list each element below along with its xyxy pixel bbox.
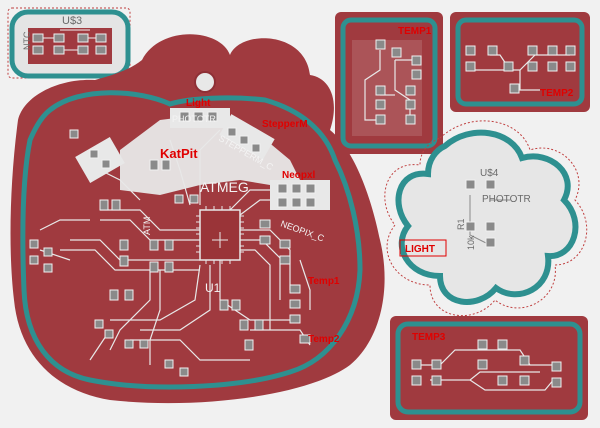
label-phototr: PHOTOTR — [172, 114, 216, 124]
label-temp2: Temp2 — [308, 334, 340, 345]
light-board-cutline — [384, 120, 588, 316]
temp3-pads — [411, 339, 562, 388]
temp3-title: TEMP3 — [412, 332, 446, 343]
temp3-board-ring — [395, 321, 583, 415]
light-pads — [465, 179, 496, 248]
temp1-title: TEMP1 — [398, 26, 432, 37]
light-name-label: U$4 — [480, 168, 499, 179]
main-board[interactable]: Light StepperM KatPit Neopxl Temp1 Temp2… — [10, 34, 385, 404]
temp2-pads — [465, 45, 576, 94]
light-board[interactable]: U$4 PHOTOTR R1 10k LIGHT — [384, 120, 588, 316]
temp2-title: TEMP2 — [540, 88, 574, 99]
light-r2-label: 10k — [466, 235, 476, 250]
mcu-pins — [196, 206, 244, 264]
label-u1: U1 — [205, 281, 221, 295]
light-title-box — [399, 239, 447, 257]
temp2-board[interactable]: TEMP2 — [450, 12, 590, 112]
silk-left-header — [75, 137, 125, 183]
ntc-name-label: U$3 — [62, 15, 82, 27]
temp1-pads — [375, 39, 422, 125]
ntc-traces — [43, 29, 96, 51]
main-pads — [29, 111, 316, 377]
mount-hole — [194, 71, 216, 93]
label-neopxl: Neopxl — [282, 170, 316, 181]
temp2-board-ring — [455, 17, 585, 107]
ntc-board[interactable]: U$3 NTC — [7, 7, 131, 79]
label-atm-ref: ATM — [142, 217, 152, 235]
temp2-board-fill — [450, 12, 590, 112]
main-board-ring — [20, 90, 363, 390]
label-light: Light — [186, 98, 211, 109]
light-board-ring — [395, 129, 579, 305]
light-title: LIGHT — [405, 244, 435, 255]
light-part-label: PHOTOTR — [482, 194, 531, 205]
label-temp1: Temp1 — [308, 276, 340, 287]
light-r1-label: R1 — [456, 218, 466, 230]
main-board-outer — [10, 34, 385, 404]
light-traces — [469, 195, 510, 246]
ntc-side-label: NTC — [22, 31, 32, 50]
temp1-board[interactable]: TEMP1 — [335, 12, 443, 154]
label-mcu: ATMEG — [200, 179, 249, 195]
temp1-board-fill — [335, 12, 443, 154]
temp3-board-fill — [390, 316, 588, 420]
temp3-board[interactable]: TEMP3 — [390, 316, 588, 420]
temp1-board-ring — [340, 17, 438, 149]
label-katpit: KatPit — [160, 146, 198, 161]
label-stepper: StepperM — [262, 119, 308, 130]
